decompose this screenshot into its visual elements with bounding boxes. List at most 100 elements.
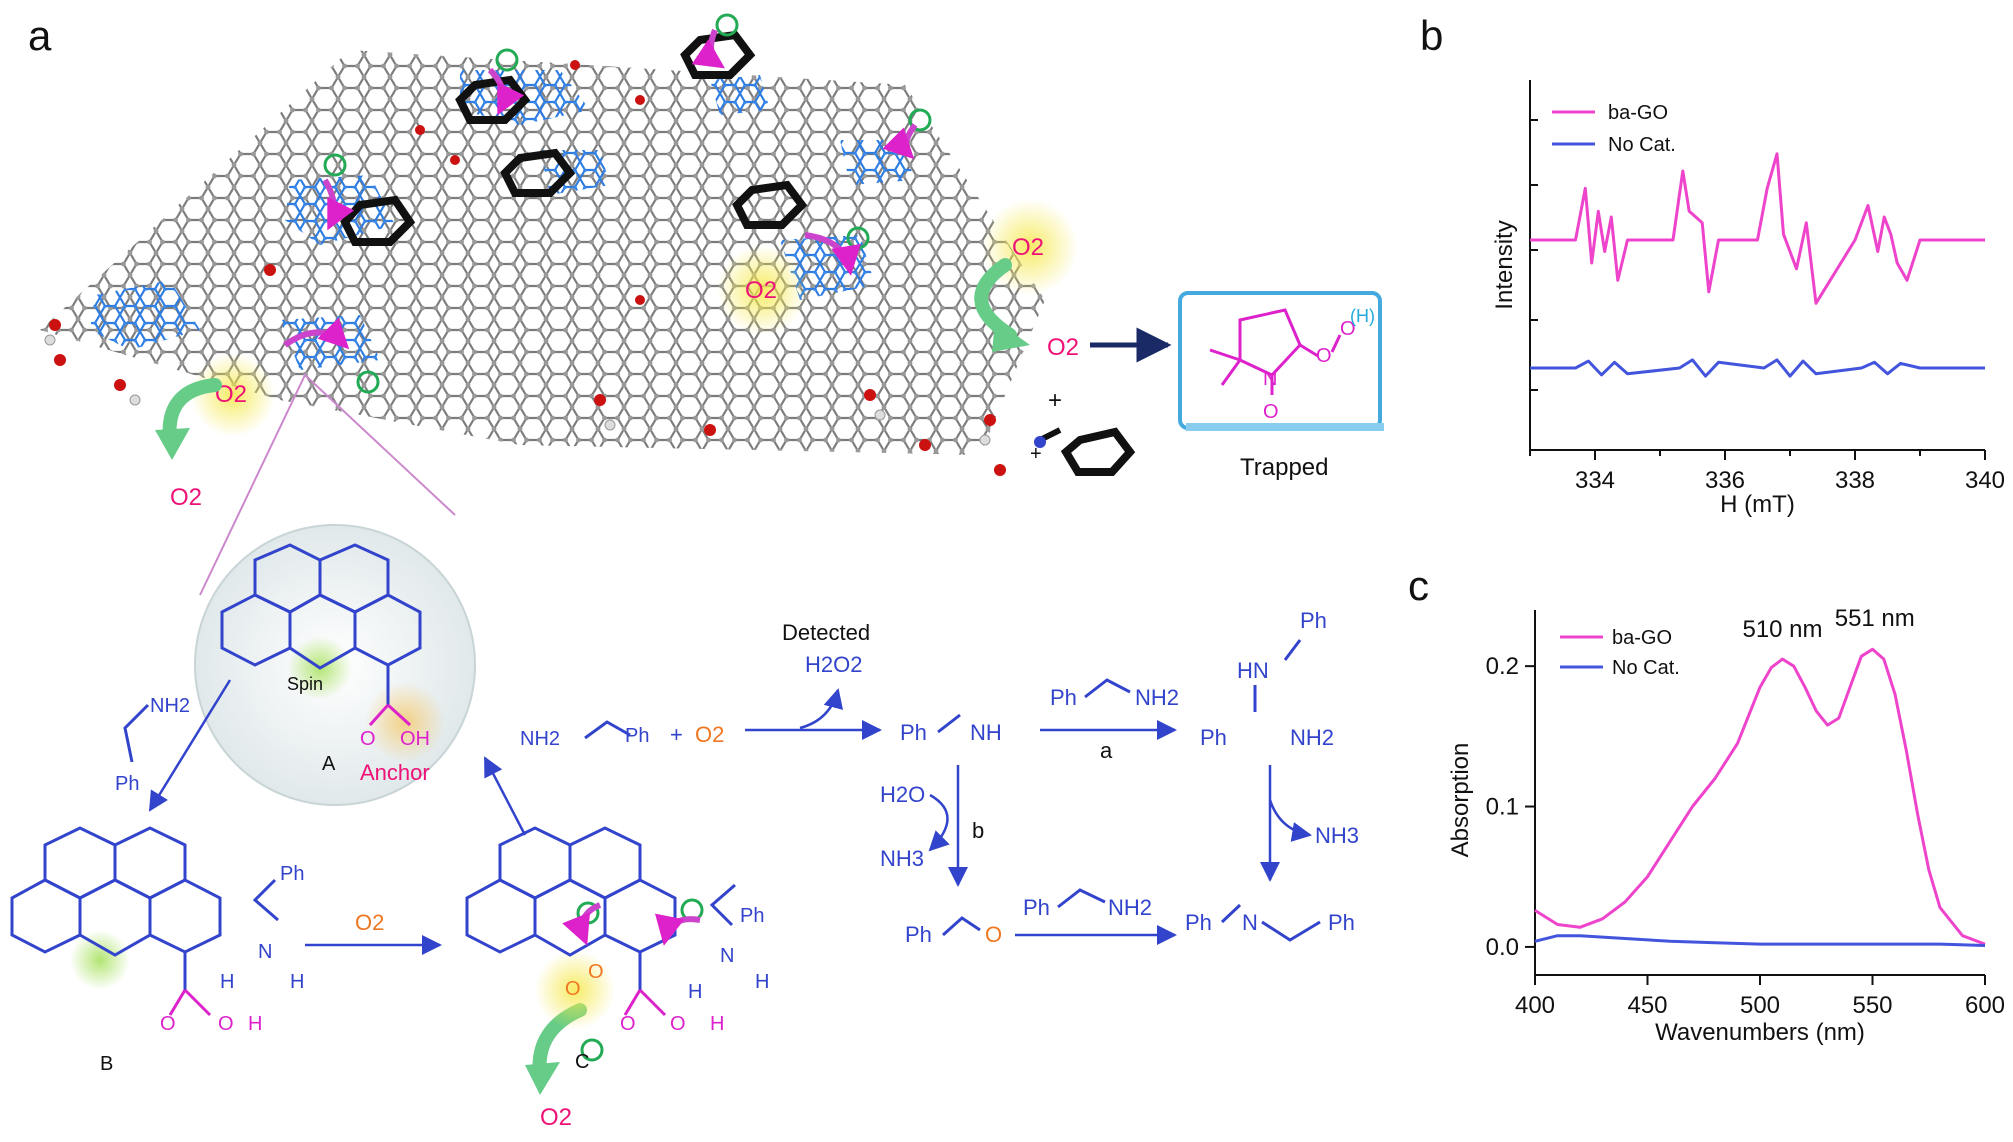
- chart-c-xlabel: Wavenumbers (nm): [1655, 1019, 1865, 1046]
- charge-markers: [323, 13, 932, 1062]
- glow-o2-middle: [717, 245, 807, 335]
- chart-c-xtick-label: 500: [1740, 992, 1780, 1019]
- arrow-h2o2-release: [799, 688, 844, 730]
- superoxide-scheme: O2: [695, 722, 724, 747]
- arrow-h2o-curve: [928, 793, 950, 852]
- chart-c-series-ba-go: [1534, 647, 1986, 946]
- o2-label-right: O2: [1012, 234, 1044, 261]
- c-amine-n: N: [720, 945, 734, 967]
- aminal-ch2-top: [1283, 639, 1302, 661]
- reagent-ph: Ph: [115, 773, 139, 795]
- final-reagent-chain: [1057, 888, 1106, 909]
- trapped-label: Trapped: [1240, 454, 1329, 481]
- c-cooh-o: O: [620, 1013, 636, 1035]
- cation-plus: +: [670, 722, 683, 747]
- c-peroxo-o1: O: [565, 978, 581, 1000]
- chart-c-series-no-cat: [1534, 934, 1986, 947]
- structure-b: O O H B Ph N H H: [10, 826, 304, 1075]
- c-amine-h2: H: [755, 971, 769, 993]
- arrow-nh3-release-right: [1268, 799, 1312, 842]
- chart-c-xtick-label: 450: [1627, 992, 1667, 1019]
- trapped-box: N O O O (H): [1178, 291, 1384, 431]
- superoxide-label-left: O2: [170, 484, 202, 511]
- c-amine-h1: H: [688, 981, 702, 1003]
- final-reagent-nh2: NH2: [1108, 895, 1152, 920]
- final-reagent-ph: Ph: [1023, 895, 1050, 920]
- anchor-label: Anchor: [360, 760, 430, 785]
- chart-b-xtick-label: 336: [1705, 467, 1745, 494]
- c-cooh-h: H: [710, 1013, 724, 1035]
- chart-b-xlabel: H (mT): [1720, 491, 1795, 518]
- nitrogen-atom: [1034, 436, 1046, 448]
- chart-c-peak-label: 551 nm: [1835, 605, 1915, 632]
- aminal-nh2: NH2: [1290, 725, 1334, 750]
- b-amine-n: N: [258, 941, 272, 963]
- panel-label-c: c: [1408, 562, 1429, 609]
- chart-b-xtick-label: 334: [1575, 467, 1615, 494]
- structure-a-label: A: [322, 753, 336, 775]
- glow-o2-left: [191, 353, 275, 437]
- aldehyde-o: O: [985, 922, 1002, 947]
- o2-reagent-b-to-c: O2: [355, 910, 384, 935]
- imine-ph: Ph: [900, 720, 927, 745]
- step-a-nh2: NH2: [1135, 685, 1179, 710]
- trap-oxygen-bottom: O: [1263, 401, 1279, 423]
- benzyl-ring-product: [1060, 427, 1136, 476]
- radical-cation-sign: +: [1030, 443, 1042, 465]
- zoom-lines: [199, 373, 456, 596]
- chart-c-legend-label: No Cat.: [1612, 657, 1680, 679]
- b-cooh-o2: O: [218, 1013, 234, 1035]
- final-ph-right: Ph: [1328, 910, 1355, 935]
- panel-label-b: b: [1420, 12, 1443, 59]
- aminal-hn: HN: [1237, 658, 1269, 683]
- b-amine-h1: H: [220, 971, 234, 993]
- final-chain: [1261, 920, 1321, 942]
- detected-label: Detected: [782, 620, 870, 645]
- imine-nh: NH: [970, 720, 1002, 745]
- chart-b-xtick-label: 340: [1965, 467, 2005, 494]
- cooh-o: O: [360, 728, 376, 750]
- chart-c-xtick-label: 600: [1965, 992, 2005, 1019]
- final-ph-left: Ph: [1185, 910, 1212, 935]
- panel-label-a: a: [28, 12, 52, 59]
- trap-hydrogen: (H): [1350, 306, 1375, 326]
- h2o2-label: H2O2: [805, 652, 862, 677]
- electron-transfer-arrows: [283, 28, 918, 350]
- step-a-ph: Ph: [1050, 685, 1077, 710]
- nh3-left: NH3: [880, 846, 924, 871]
- superoxide-label-right: O2: [1047, 334, 1079, 361]
- chart-c-ytick-label: 0.0: [1486, 934, 1519, 961]
- structure-c-label: C: [575, 1051, 589, 1073]
- b-amine-ph: Ph: [280, 863, 304, 885]
- nh3-right: NH3: [1315, 823, 1359, 848]
- chart-c-legend-label: ba-GO: [1612, 627, 1672, 649]
- reagent-chain: [123, 703, 150, 763]
- c-peroxo-o2: O: [588, 961, 604, 983]
- c-cooh-o2: O: [670, 1013, 686, 1035]
- chart-c-ytick-label: 0.1: [1486, 794, 1519, 821]
- cation-chain: [584, 720, 631, 740]
- step-a-label: a: [1100, 738, 1113, 763]
- chart-c-ylabel: Absorption: [1447, 743, 1474, 858]
- chart-b-ylabel: Intensity: [1491, 220, 1518, 309]
- chart-b-xtick-label: 338: [1835, 467, 1875, 494]
- trap-oxygen-2: O: [1340, 318, 1356, 340]
- chart-b-legend-label: ba-GO: [1608, 102, 1668, 124]
- spin-label: Spin: [287, 674, 323, 694]
- structure-b-label: B: [100, 1053, 113, 1075]
- b-amine-h2: H: [290, 971, 304, 993]
- step-a-chain: [1084, 678, 1131, 699]
- superoxide-label-bottom: O2: [540, 1104, 572, 1131]
- plus-sign: +: [1048, 387, 1062, 414]
- o2-label-middle: O2: [745, 277, 777, 304]
- graphene-sheet: [40, 30, 1045, 476]
- c-amine-ph: Ph: [740, 905, 764, 927]
- h2o-label: H2O: [880, 782, 925, 807]
- structure-a: Spin O OH A Anchor: [220, 543, 430, 785]
- b-cooh-o: O: [160, 1013, 176, 1035]
